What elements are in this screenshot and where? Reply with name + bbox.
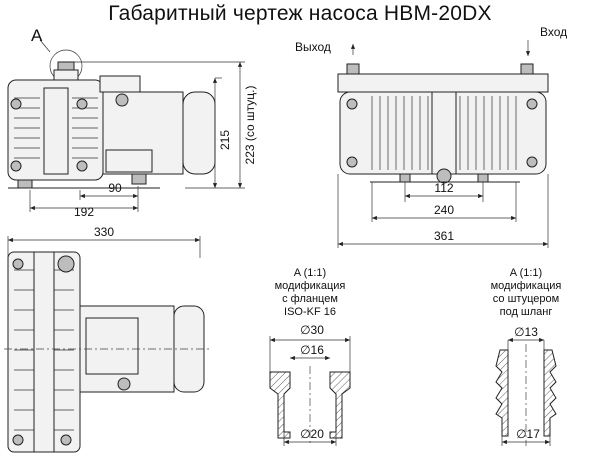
hose-d-top: ∅13 (514, 325, 538, 339)
callout-a-label: A (31, 26, 43, 45)
hose-line1: A (1:1) (510, 267, 542, 279)
dim-192: 192 (74, 205, 94, 219)
hose-wall-right (543, 349, 557, 437)
front-view: Выход Вход 112 240 (295, 25, 567, 248)
flange-wall-left (269, 371, 291, 439)
dim-330: 330 (94, 225, 114, 239)
dim-215: 215 (218, 130, 232, 150)
dim-223: 223 (со штуц.) (243, 86, 257, 165)
hose-line2: модификация (491, 280, 562, 292)
flange-line4: ISO-KF 16 (284, 306, 336, 318)
top-manifold (337, 73, 549, 93)
dim-361: 361 (434, 229, 454, 243)
hose-wall-left (495, 349, 509, 437)
port-inlet-label: Вход (540, 25, 567, 39)
detail-hose: A (1:1) модификация со штуцером под шлан… (491, 267, 562, 446)
flange-d-base: ∅20 (300, 427, 324, 441)
detail-flange: A (1:1) модификация с фланцем ISO-KF 16 … (269, 267, 351, 446)
hose-line3: со штуцером (493, 293, 559, 305)
flange-wall-right (329, 371, 351, 439)
page-title: Габаритный чертеж насоса НВМ-20DX (108, 2, 492, 25)
hose-d-bottom: ∅17 (516, 427, 540, 441)
terminal-box (99, 75, 141, 93)
dim-112: 112 (434, 181, 453, 195)
hose-line4: под шланг (500, 306, 553, 318)
flange-d-inner: ∅16 (300, 343, 324, 357)
side-view: A 215 (7, 26, 257, 219)
flange-line2: модификация (275, 280, 346, 292)
port-outlet-label: Выход (295, 40, 331, 54)
top-view: 330 (4, 225, 210, 453)
cooling-fins (14, 97, 98, 159)
flange-d-outer: ∅30 (300, 323, 324, 337)
housing-fins (371, 96, 517, 170)
flange-line1: A (1:1) (294, 267, 326, 279)
dim-240: 240 (434, 203, 454, 217)
dim-90: 90 (108, 181, 122, 195)
flange-line3: с фланцем (282, 293, 338, 305)
